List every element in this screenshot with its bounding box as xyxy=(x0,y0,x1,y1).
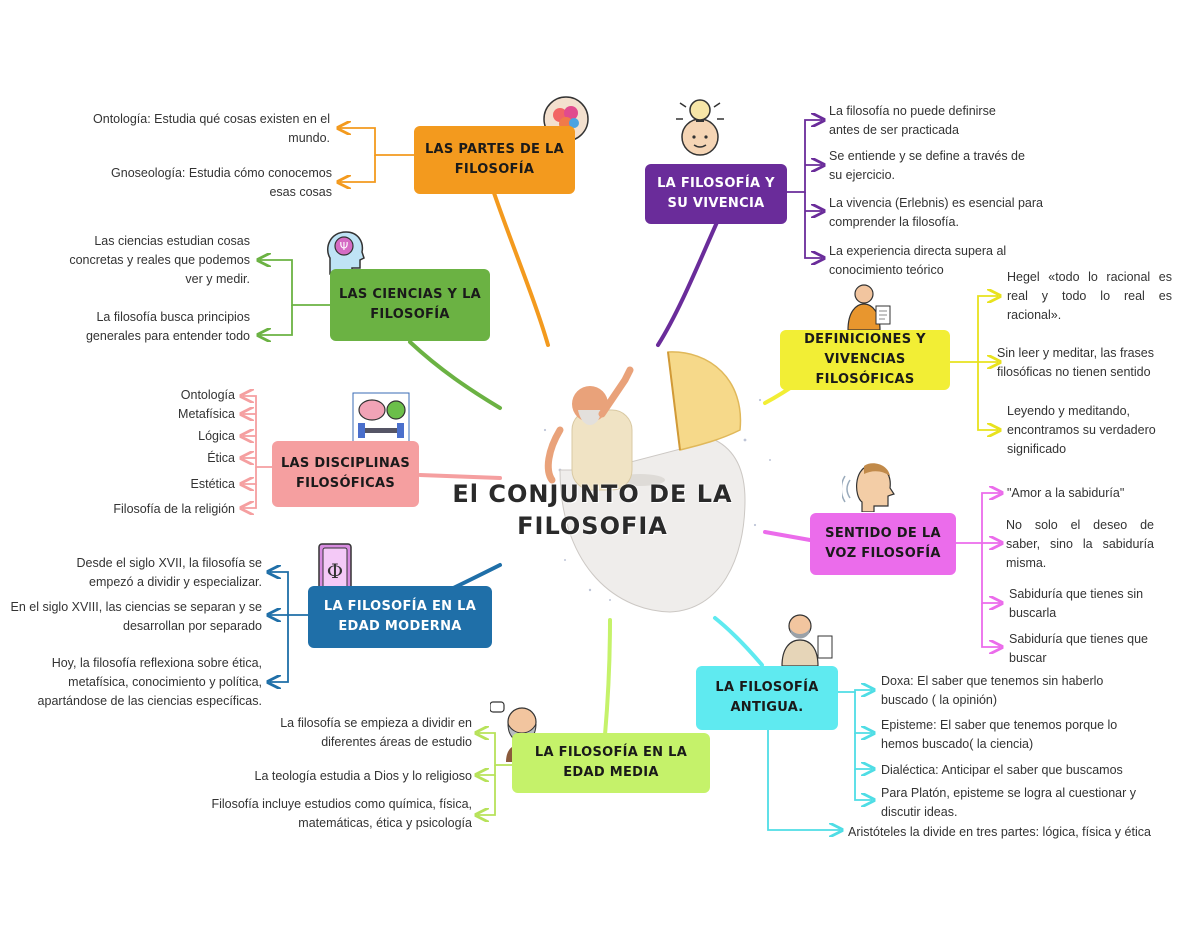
leaf-ciencias-2: La filosofía busca principios generales … xyxy=(85,310,250,343)
monk-writing-icon xyxy=(847,284,891,331)
leaf-vivencia-3: La vivencia (Erlebnis) es esencial para … xyxy=(829,196,1043,229)
leaf-moderna-2: En el siglo XVIII, las ciencias se separ… xyxy=(10,600,262,633)
leaf-antigua-1: Doxa: El saber que tenemos sin haberlo b… xyxy=(881,674,1104,707)
leaf-disciplinas-3: Lógica xyxy=(198,429,235,443)
svg-text:Φ: Φ xyxy=(327,559,343,583)
node-media: LA FILOSOFÍA EN LA EDAD MEDIA xyxy=(512,733,710,793)
leaf-disciplinas-5: Estética xyxy=(190,477,235,491)
node-vivencia: LA FILOSOFÍA Y SU VIVENCIA xyxy=(645,164,787,224)
leaf-definiciones-3: Leyendo y meditando, encontramos su verd… xyxy=(1007,404,1156,456)
leaf-definiciones-1: Hegel «todo lo racional es real y todo l… xyxy=(1007,270,1172,322)
leaf-moderna-3: Hoy, la filosofía reflexiona sobre ética… xyxy=(37,656,262,708)
leaf-moderna-1: Desde el siglo XVII, la filosofía se emp… xyxy=(76,556,262,589)
leaf-ciencias-1: Las ciencias estudian cosas concretas y … xyxy=(69,234,250,286)
leaf-sentido-1: "Amor a la sabiduría" xyxy=(1007,486,1125,500)
brain-dumbbell-icon xyxy=(352,392,410,448)
speaking-person-icon xyxy=(842,463,895,512)
leaf-antigua-2: Episteme: El saber que tenemos porque lo… xyxy=(881,718,1118,751)
node-disciplinas: LAS DISCIPLINAS FILOSÓFICAS xyxy=(272,441,419,507)
leaf-sentido-3: Sabiduría que tienes sin buscarla xyxy=(1009,587,1144,620)
leaf-disciplinas-1: Ontología xyxy=(180,388,235,402)
leaf-disciplinas-4: Ética xyxy=(207,451,235,465)
leaf-media-3: Filosofía incluye estudios como química,… xyxy=(211,797,472,830)
leaf-media-2: La teología estudia a Dios y lo religios… xyxy=(254,769,473,783)
leaf-disciplinas-6: Filosofía de la religión xyxy=(113,502,235,516)
node-definiciones: DEFINICIONES Y VIVENCIAS FILOSÓFICAS xyxy=(780,330,950,390)
phi-book-icon: Φ xyxy=(318,543,352,597)
leaf-vivencia-2: Se entiende y se define a través de su e… xyxy=(829,149,1025,182)
node-antigua: LA FILOSOFÍA ANTIGUA. xyxy=(696,666,838,730)
central-title: El CONJUNTO DE LA FILOSOFIA xyxy=(452,480,733,540)
ancient-philosopher-icon xyxy=(781,614,833,666)
node-sentido: SENTIDO DE LA VOZ FILOSOFÍA xyxy=(810,513,956,575)
lightbulb-head-icon xyxy=(676,99,724,156)
central-illustration xyxy=(543,351,771,613)
leaf-vivencia-1: La filosofía no puede definirse antes de… xyxy=(829,104,996,137)
leaf-media-1: La filosofía se empieza a dividir en dif… xyxy=(280,716,472,749)
node-ciencias: LAS CIENCIAS Y LA FILOSOFÍA xyxy=(330,269,490,341)
psychology-head-icon: Ψ xyxy=(326,231,365,275)
leaf-disciplinas-2: Metafísica xyxy=(178,407,235,421)
leaf-partes-1: Ontología: Estudia qué cosas existen en … xyxy=(93,112,330,145)
leaf-antigua-5: Aristóteles la divide en tres partes: ló… xyxy=(848,825,1151,839)
leaf-partes-2: Gnoseología: Estudia cómo conocemos esas… xyxy=(111,166,332,199)
node-moderna: LA FILOSOFÍA EN LA EDAD MODERNA xyxy=(308,586,492,648)
leaf-sentido-2: No solo el deseo de saber, sino la sabid… xyxy=(1006,518,1154,570)
leaf-antigua-3: Dialéctica: Anticipar el saber que busca… xyxy=(881,763,1123,777)
leaf-sentido-4: Sabiduría que tienes que buscar xyxy=(1009,632,1148,665)
node-partes: LAS PARTES DE LA FILOSOFÍA xyxy=(414,126,575,194)
leaf-definiciones-2: Sin leer y meditar, las frases filosófic… xyxy=(997,346,1155,379)
svg-text:Ψ: Ψ xyxy=(340,240,349,253)
leaf-antigua-4: Para Platón, episteme se logra al cuesti… xyxy=(881,786,1136,819)
leaf-vivencia-4: La experiencia directa supera al conocim… xyxy=(829,244,1007,277)
